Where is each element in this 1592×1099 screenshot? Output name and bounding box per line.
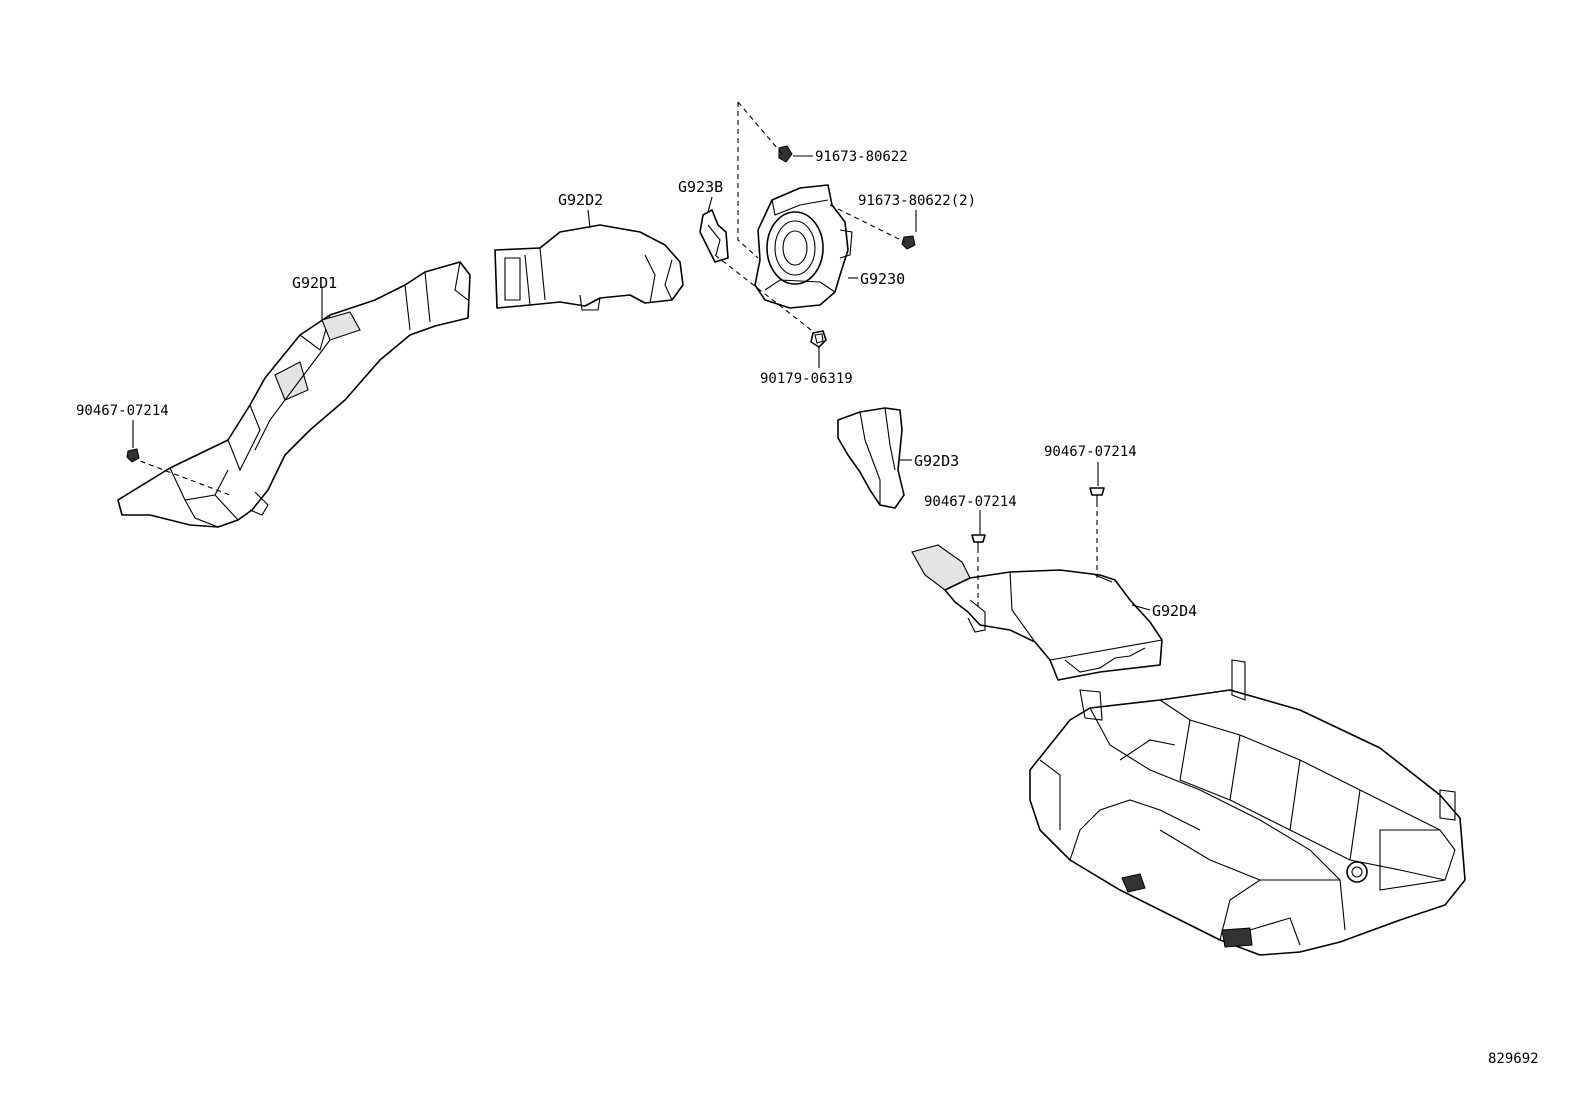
partno-clip-right: 90467-07214: [1044, 444, 1137, 460]
partno-nut: 90179-06319: [760, 371, 853, 387]
duct-g92d4[interactable]: [911, 544, 1163, 681]
label-g92d4: G92D4: [1152, 602, 1197, 620]
screw-91673-side[interactable]: [901, 235, 916, 250]
duct-g92d3[interactable]: [837, 407, 905, 509]
partno-clip-left: 90467-07214: [76, 403, 169, 419]
clip-mid[interactable]: [971, 534, 986, 548]
blower-g9230[interactable]: [754, 184, 853, 309]
leader-lines: [132, 155, 1151, 611]
duct-g92d1[interactable]: [117, 261, 471, 528]
battery-assembly: [1029, 659, 1466, 956]
partno-screw-side: 91673-80622(2): [858, 193, 976, 209]
diagram-id: 829692: [1488, 1051, 1539, 1067]
label-g92d3: G92D3: [914, 452, 959, 470]
partno-screw-top: 91673-80622: [815, 149, 908, 165]
clip-right[interactable]: [1089, 487, 1105, 502]
label-g92d2: G92D2: [558, 191, 603, 209]
clip-left[interactable]: [126, 448, 140, 463]
install-lines: [131, 101, 1098, 610]
bracket-g923b[interactable]: [699, 209, 729, 263]
partno-clip-mid: 90467-07214: [924, 494, 1017, 510]
screw-91673-top[interactable]: [778, 145, 793, 163]
nut-90179[interactable]: [810, 330, 827, 348]
label-g92d1: G92D1: [292, 274, 337, 292]
label-g9230: G9230: [860, 270, 905, 288]
label-g923b: G923B: [678, 178, 723, 196]
duct-g92d2[interactable]: [494, 224, 684, 311]
